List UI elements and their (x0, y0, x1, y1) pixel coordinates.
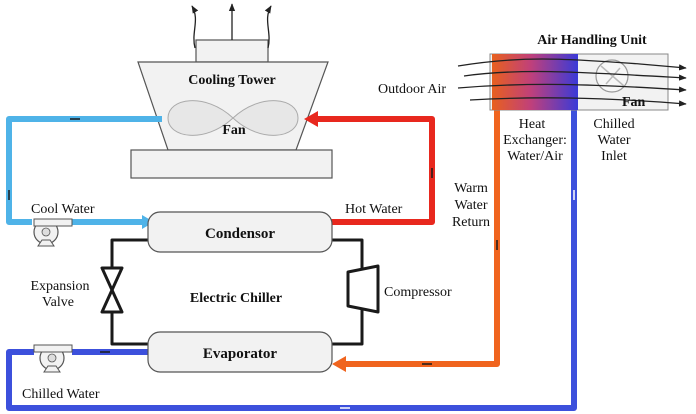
chilled-water-inlet-label-1: Chilled (593, 117, 634, 132)
cooling-tower-label: Cooling Tower (188, 73, 276, 88)
airflow-arrow-3 (457, 83, 687, 93)
evaporator: Evaporator (147, 331, 333, 373)
ahu-fan-label: Fan (622, 95, 646, 110)
exhaust-arrow-left (191, 5, 199, 49)
airflow-arrow-4 (469, 97, 687, 107)
warm-water-return-label-2: Water (454, 198, 487, 213)
hot-water-label: Hot Water (345, 202, 403, 217)
warm-water-arrow-head (332, 356, 346, 372)
condensor-label: Condensor (205, 226, 275, 242)
warm-water-return-label-1: Warm (454, 181, 488, 196)
cooling-tower-outlet (195, 39, 269, 63)
text-labels: Air Handling Unit Outdoor Air Fan Heat E… (22, 33, 647, 402)
chilled-water-label: Chilled Water (22, 387, 100, 402)
ahu-airflow-arrows (457, 58, 687, 107)
heat-exchanger-label-2: Exchanger: (503, 133, 567, 148)
chilled-water-inlet-label-3: Inlet (601, 149, 627, 164)
hot-water-arrow-head (304, 111, 318, 127)
evaporator-body (147, 331, 333, 373)
compressor-icon (346, 264, 380, 314)
ahu-fan-blade (600, 65, 625, 87)
tower-exhaust-arrows (191, 3, 272, 49)
cooling-tower-fan-label: Fan (222, 123, 246, 138)
expansion-valve-icon (100, 266, 124, 314)
ahu-title: Air Handling Unit (537, 33, 647, 48)
heat-exchanger-coil (492, 54, 578, 110)
cooling-tower-base (130, 149, 333, 179)
cooling-tower-fan-icon (167, 100, 299, 136)
airflow-arrow-2 (463, 70, 687, 81)
exhaust-arrow-right (264, 5, 272, 49)
chilled-water-inlet-label-2: Water (597, 133, 630, 148)
cool-water-pipe (6, 116, 162, 225)
compressor-label: Compressor (384, 285, 452, 300)
chilled-water-pipe (6, 92, 577, 411)
warm-water-return-label-3: Return (452, 215, 490, 230)
heat-exchanger-label-1: Heat (519, 117, 546, 132)
warm-water-return-pipe (340, 84, 500, 367)
heat-exchanger-label-3: Water/Air (507, 149, 563, 164)
electric-chiller-label: Electric Chiller (190, 291, 282, 306)
cool-water-label: Cool Water (31, 202, 95, 217)
outdoor-air-label: Outdoor Air (378, 82, 446, 97)
evaporator-label: Evaporator (203, 346, 278, 362)
expansion-valve-label-1: Expansion (30, 279, 89, 294)
chilled-water-pump-icon (33, 344, 73, 373)
refrigerant-loop (110, 238, 364, 346)
airflow-arrow-1 (457, 58, 687, 71)
cool-water-pump-icon (33, 218, 73, 247)
expansion-valve-label-2: Valve (42, 295, 74, 310)
cooling-tower: Cooling Tower Fan (130, 39, 333, 179)
condensor-body (147, 211, 333, 253)
condensor: Condensor (147, 211, 333, 253)
